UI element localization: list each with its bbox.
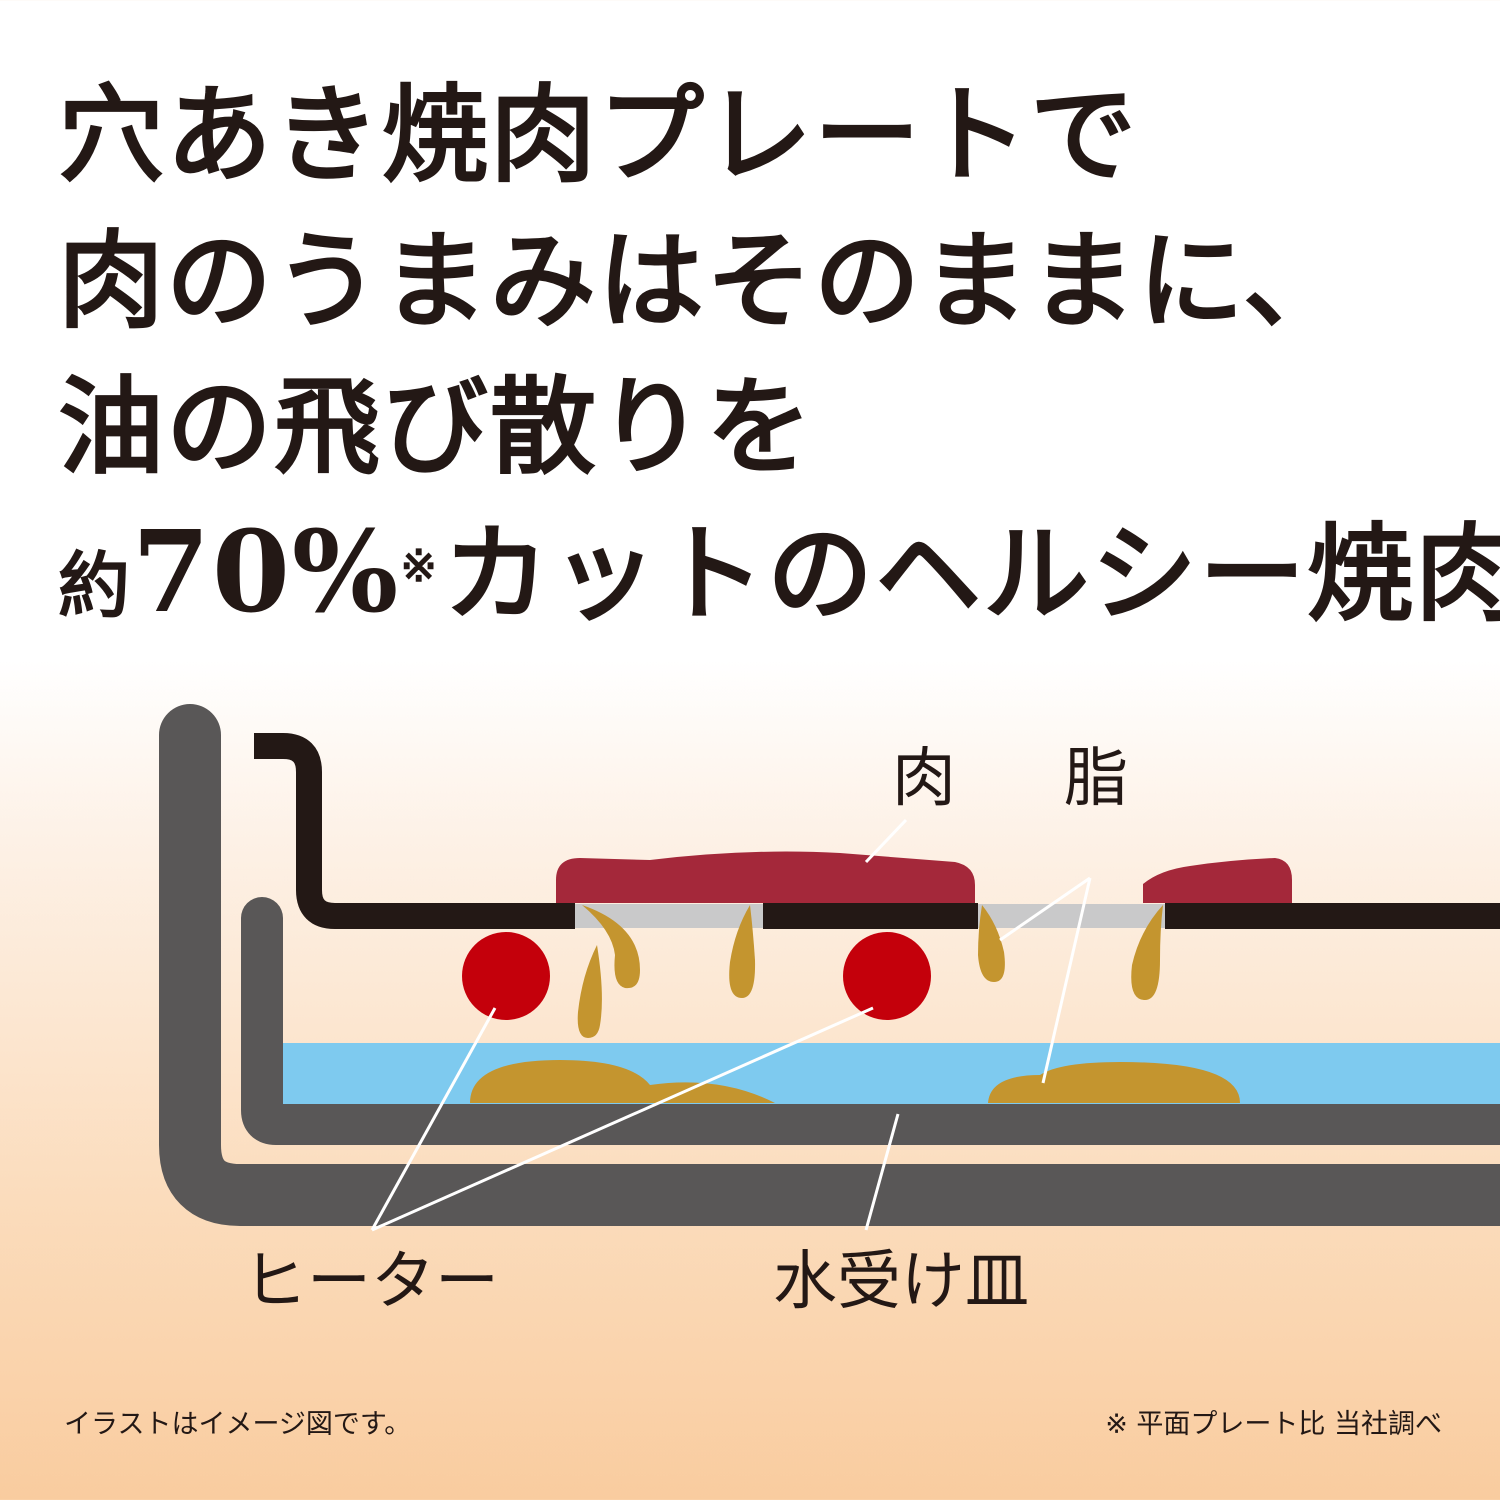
water xyxy=(283,1043,1500,1104)
headline-approx: 約 xyxy=(58,543,133,628)
leader-meat xyxy=(864,818,908,864)
grill-plate xyxy=(254,733,575,929)
meat-left xyxy=(556,851,975,903)
fat-drip-3 xyxy=(729,905,756,998)
label-heater: ヒーター xyxy=(243,1245,499,1319)
headline-footnote-mark: ※ xyxy=(400,541,440,592)
leader-heater-1 xyxy=(370,1007,497,1231)
meat-right xyxy=(1143,858,1292,903)
outer-body xyxy=(159,704,1500,1226)
fat-pool-right xyxy=(988,1062,1240,1103)
water-tray xyxy=(241,897,1500,1145)
label-meat: 肉 xyxy=(892,742,956,816)
footnote-source: ※ 平面プレート比 当社調べ xyxy=(1105,1409,1442,1440)
headline-line-1: 穴あき焼肉プレートで xyxy=(58,72,1138,197)
leader-water-tray xyxy=(864,1113,900,1231)
headline-suffix: カットのヘルシー焼肉! xyxy=(443,511,1500,636)
headline-percentage: 70% xyxy=(132,507,401,638)
fat-drip-5 xyxy=(1131,905,1163,1000)
leader-heater-2 xyxy=(371,1006,874,1232)
fat-drip-1 xyxy=(582,905,640,989)
label-fat: 脂 xyxy=(1064,742,1128,816)
headline-line-3: 油の飛び散りを xyxy=(58,364,814,489)
fat-drip-2 xyxy=(577,945,602,1038)
fat-drip-4 xyxy=(978,905,1005,982)
leader-fat-1 xyxy=(999,876,1091,942)
headline-line-2: 肉のうまみはそのままに、 xyxy=(58,218,1351,343)
leader-fat-2 xyxy=(1041,877,1092,1084)
headline: 穴あき焼肉プレートで 肉のうまみはそのままに、 油の飛び散りを 約70%※カット… xyxy=(58,62,1500,646)
footnote-illustration: イラストはイメージ図です。 xyxy=(64,1409,412,1440)
heater-right xyxy=(843,932,931,1020)
plate-hole-2 xyxy=(978,904,1165,928)
headline-line-4: 約70%※カットのヘルシー焼肉! xyxy=(58,500,1500,646)
label-water-tray: 水受け皿 xyxy=(773,1245,1029,1319)
fat-pool-left xyxy=(470,1060,775,1103)
heater-left xyxy=(462,932,550,1020)
